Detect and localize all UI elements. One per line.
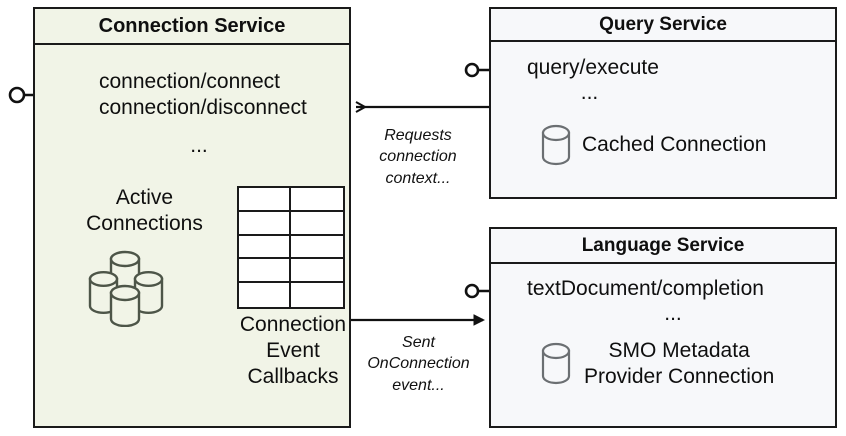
database-cylinder-icon (541, 343, 571, 385)
language-service-title: Language Service (491, 229, 835, 264)
table-cell (239, 235, 291, 260)
callbacks-label-line2: Event (266, 339, 320, 363)
interface-textdocument-completion: textDocument/completion (527, 277, 764, 300)
edge1-line1: Requests (384, 127, 452, 144)
active-connections-database-cluster-icon (88, 250, 164, 327)
connection-service-ellipsis: ... (190, 134, 208, 157)
interface-connection-connect: connection/connect (99, 70, 280, 93)
active-connections-label-line2: Connections (86, 211, 203, 235)
smo-label-line2: Provider Connection (584, 365, 775, 389)
connection-event-callbacks-table (237, 186, 345, 309)
table-cell (239, 259, 291, 284)
table-cell (291, 259, 343, 284)
connection-service-interface-list: connection/connect connection/disconnect (99, 69, 307, 120)
database-cylinder-icon (541, 124, 571, 166)
language-service-ellipsis: ... (664, 302, 682, 325)
edge-label-sent-onconnection-event: Sent OnConnection event... (352, 332, 485, 396)
cached-connection-datastore: Cached Connection (540, 124, 766, 166)
table-cell (239, 283, 291, 307)
edge2-line3: event... (392, 376, 445, 394)
table-cell (239, 188, 291, 212)
edge2-line1: Sent (402, 334, 435, 351)
language-service-box[interactable]: Language Service (489, 227, 837, 428)
active-connections-label: Active Connections (62, 185, 227, 236)
query-service-box[interactable]: Query Service (489, 7, 837, 199)
smo-label-line1: SMO Metadata (608, 339, 750, 362)
edge1-line3: context... (385, 169, 451, 187)
edge2-line2: OnConnection (367, 355, 470, 373)
query-service-title: Query Service (491, 9, 835, 42)
edge-label-requests-connection-context: Requests connection context... (360, 125, 476, 189)
query-service-ellipsis: ... (580, 81, 599, 104)
table-cell (239, 211, 291, 236)
interface-connection-disconnect: connection/disconnect (99, 95, 307, 119)
table-cell (291, 235, 343, 260)
cached-connection-label: Cached Connection (582, 133, 767, 156)
connection-service-box[interactable]: Connection Service connection/connect co… (33, 7, 351, 428)
callbacks-label-line1: Connection (239, 313, 347, 336)
table-cell (291, 188, 343, 212)
table-cell (291, 211, 343, 236)
smo-metadata-provider-label: SMO Metadata Provider Connection (584, 338, 774, 391)
active-connections-label-line1: Active (115, 186, 174, 209)
interface-query-execute: query/execute (527, 56, 659, 79)
table-cell (291, 283, 343, 307)
smo-metadata-provider-datastore: SMO Metadata Provider Connection (540, 338, 774, 391)
connection-event-callbacks-label: Connection Event Callbacks (213, 312, 373, 390)
edge1-line2: connection (379, 148, 457, 166)
connection-service-title: Connection Service (35, 9, 349, 45)
callbacks-label-line3: Callbacks (247, 365, 339, 389)
